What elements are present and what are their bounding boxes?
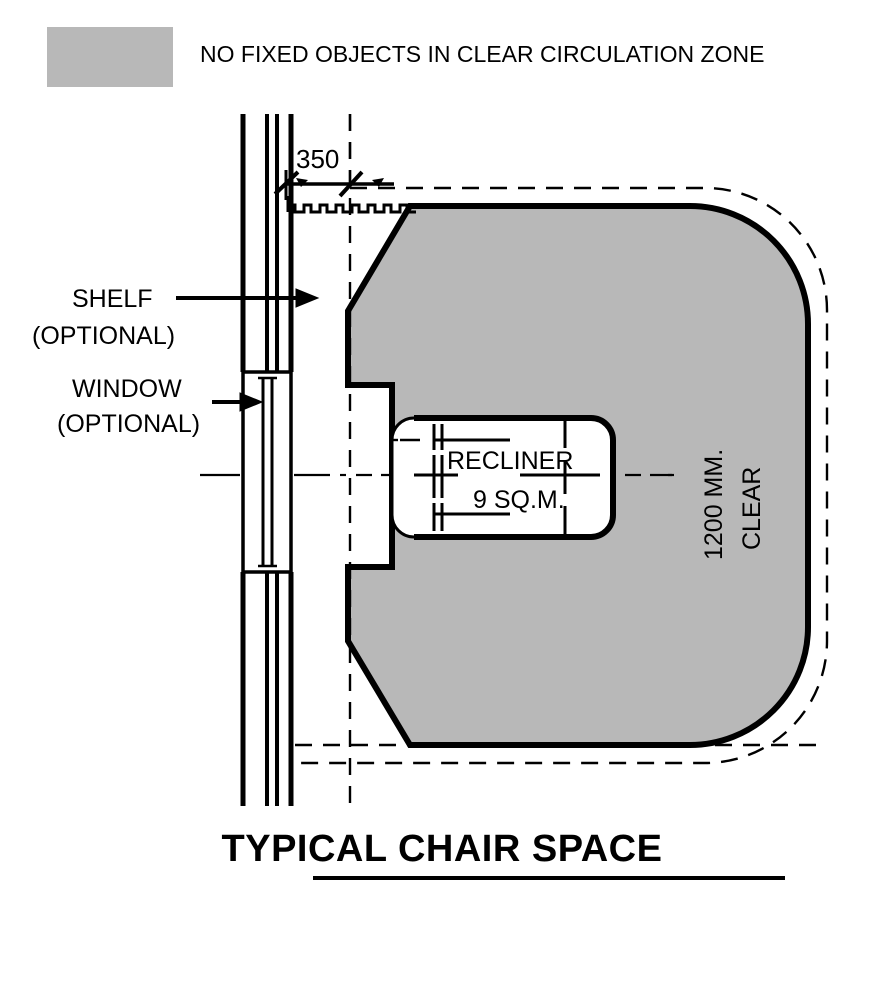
window-leader [212, 392, 264, 412]
recliner-symbol [390, 415, 616, 540]
shelf-label-line2: (OPTIONAL) [32, 322, 176, 350]
legend-label: NO FIXED OBJECTS IN CLEAR CIRCULATION ZO… [200, 41, 765, 67]
title-underline [313, 876, 785, 880]
legend-swatch [47, 27, 173, 87]
recliner-outline [390, 416, 615, 539]
clear-dimension-label-line2: CLEAR [738, 466, 766, 550]
drawing-title: TYPICAL CHAIR SPACE [221, 828, 663, 870]
shelf-label-line1: SHELF [72, 285, 153, 313]
recliner-label: RECLINER [447, 447, 574, 475]
recliner-area-label: 9 SQ.M. [473, 486, 565, 514]
dimension-350-graphic [273, 114, 394, 200]
dimension-350-label: 350 [296, 144, 340, 174]
window-label-line2: (OPTIONAL) [57, 410, 201, 438]
zone-offset-boundary [295, 186, 829, 765]
window-label-line1: WINDOW [72, 375, 182, 403]
recliner-inner-lines [392, 418, 600, 537]
shelf-leader [176, 288, 320, 308]
shelf-symbol [286, 196, 416, 214]
clear-dimension-label-line1: 1200 MM. [700, 448, 728, 560]
